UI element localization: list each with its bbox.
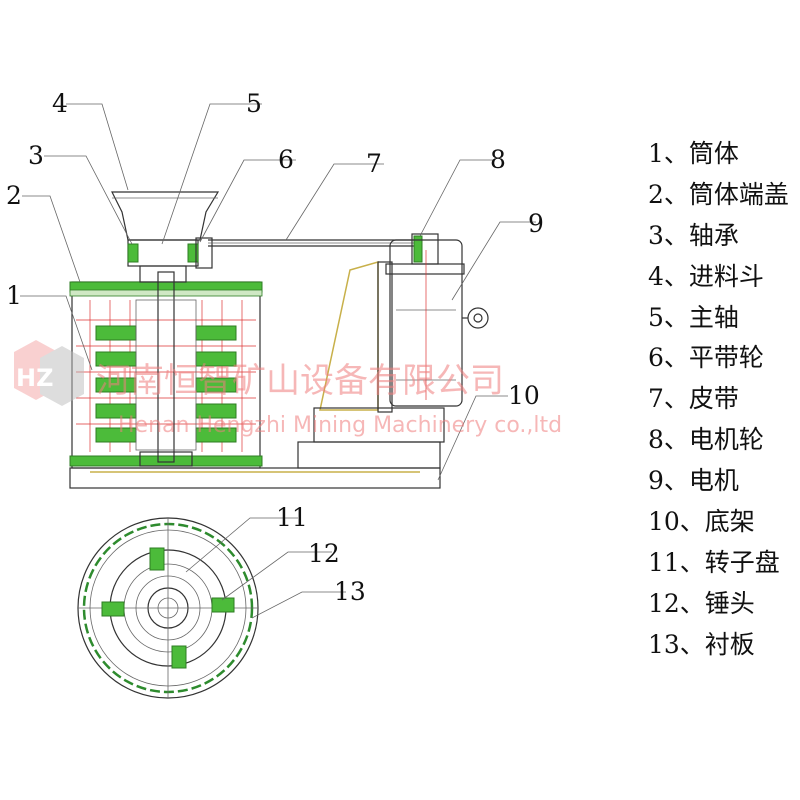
legend-item-13: 13、衬板 [648,629,755,659]
callout-10: 10 [508,381,540,410]
feed-hopper [111,191,220,241]
legend-item-11: 11、转子盘 [648,547,780,577]
legend-item-3: 3、轴承 [648,220,739,250]
main-shaft [157,271,175,463]
callout-12: 12 [308,539,340,568]
base-frame-upper [297,441,441,469]
callout-9: 9 [528,209,544,238]
callout-3: 3 [28,141,44,170]
watermark-company-cn: 河南恒智矿山设备有限公司 [96,361,504,401]
base-frame-lower [69,467,441,489]
callout-13: 13 [334,577,366,606]
legend-item-12: 12、锤头 [648,588,755,618]
front-view [69,191,489,489]
callout-leaders [20,103,536,619]
legend-item-1: 1、筒体 [648,139,739,168]
legend-item-5: 5、主轴 [648,302,739,332]
legend-item-2: 2、筒体端盖 [648,179,789,209]
callout-11: 11 [276,503,308,532]
callout-7: 7 [366,149,382,178]
top-view [77,517,259,699]
callout-4: 4 [52,89,68,118]
watermark-company-en: Henan Hengzhi Mining Machinery co.,ltd [118,413,562,438]
motor [389,239,463,407]
legend-item-10: 10、底架 [648,507,755,537]
legend-item-6: 6、平带轮 [648,343,764,373]
legend-item-9: 9、电机 [648,466,739,496]
svg-text:HZ: HZ [16,364,54,392]
callout-5: 5 [246,89,262,118]
cylinder-bottom-cover [69,455,263,467]
hammer-heads [101,547,235,669]
parts-legend: 1、筒体 2、筒体端盖 3、轴承 4、进料斗 5、主轴 6、平带轮 7、皮带 8… [648,134,798,666]
callout-1: 1 [6,281,22,310]
callout-8: 8 [490,145,506,174]
legend-item-7: 7、皮带 [648,384,739,414]
watermark: HZ 河南恒智矿山设备有限公司 Henan Hengzhi Mining Mac… [14,340,562,438]
legend-item-8: 8、电机轮 [648,425,764,455]
flat-pulley [195,237,213,269]
callout-6: 6 [278,145,294,174]
callout-numbers: 1 2 3 4 5 6 7 8 9 10 11 12 13 [6,89,544,606]
callout-2: 2 [6,181,22,210]
legend-item-4: 4、进料斗 [648,261,764,291]
motor-shaft-end [467,307,489,329]
watermark-logo: HZ [14,340,84,406]
